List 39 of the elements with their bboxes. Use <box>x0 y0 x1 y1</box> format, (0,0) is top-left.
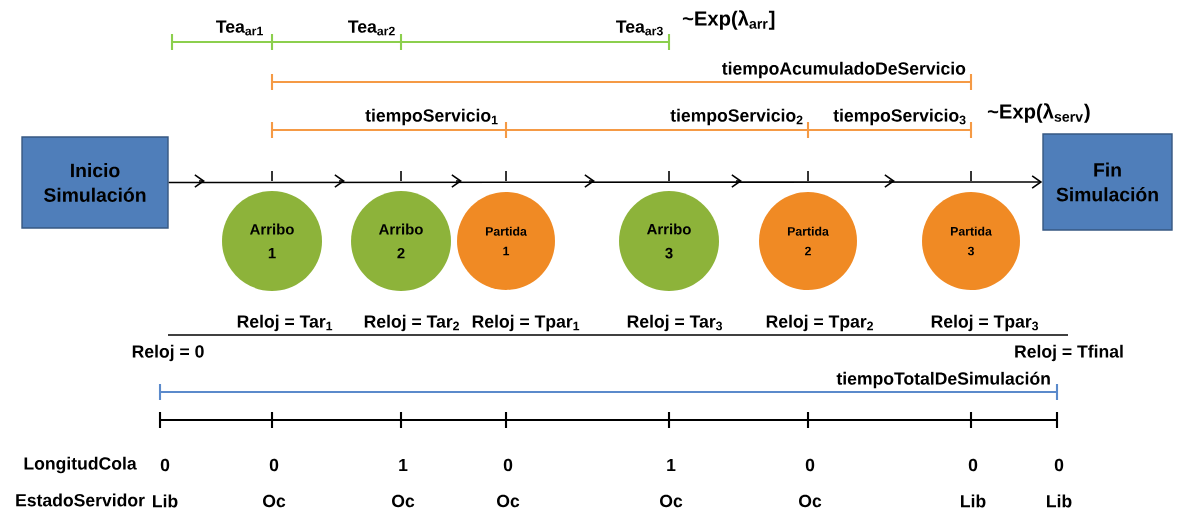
clock-label: Reloj = Tar$_{3}$ <box>627 314 723 332</box>
interval-label: Tea$_{ar2}$ <box>348 20 395 36</box>
timeline-arrow <box>167 170 1043 189</box>
clock-label: Reloj = Tar$_{1}$ <box>237 314 333 332</box>
row-header: LongitudCola <box>24 456 137 474</box>
value-label: Oc <box>392 494 415 508</box>
process-box: Fin Simulación <box>1042 133 1173 231</box>
row-header: EstadoServidor <box>16 493 145 507</box>
value-label: Oc <box>497 494 520 508</box>
value-label: Oc <box>799 494 822 508</box>
value-label: Lib <box>961 494 986 508</box>
interval-label: tiempoAcumuladoDeServicio <box>722 61 966 79</box>
distribution-label: ~Exp(λ$_{serv}$) <box>987 103 1090 123</box>
value-label: 1 <box>667 458 676 472</box>
clock-label: Reloj = 0 <box>132 344 204 362</box>
interval-label: tiempoServicio$_{3}$ <box>833 108 966 126</box>
clock-label: Reloj = Tpar$_{1}$ <box>472 314 580 332</box>
clock-label: Reloj = Tfinal <box>1015 344 1123 362</box>
value-label: 0 <box>269 458 279 472</box>
value-label: 0 <box>1054 458 1064 472</box>
value-label: Lib <box>1047 494 1072 508</box>
value-label: 0 <box>805 458 815 472</box>
clock-label: Reloj = Tpar$_{3}$ <box>931 314 1039 332</box>
value-label: 0 <box>503 458 513 472</box>
value-label: Oc <box>660 494 683 508</box>
interval-label: tiempoServicio$_{1}$ <box>365 108 498 126</box>
value-label: 1 <box>399 458 408 472</box>
distribution-label: ~Exp(λ$_{arr}$] <box>682 10 775 30</box>
interval-label: Tea$_{ar3}$ <box>616 20 663 36</box>
interval-label: Tea$_{ar1}$ <box>216 20 263 36</box>
value-label: 0 <box>160 458 170 472</box>
interval-label: tiempoTotalDeSimulación <box>836 371 1050 389</box>
value-label: 0 <box>968 458 978 472</box>
clock-label: Reloj = Tar$_{2}$ <box>364 314 459 332</box>
clock-label: Reloj = Tpar$_{2}$ <box>766 314 873 332</box>
value-label: Lib <box>153 494 178 508</box>
interval-label: tiempoServicio$_{2}$ <box>670 108 803 126</box>
value-label: Oc <box>263 494 286 508</box>
process-box: Inicio Simulación <box>21 136 169 229</box>
